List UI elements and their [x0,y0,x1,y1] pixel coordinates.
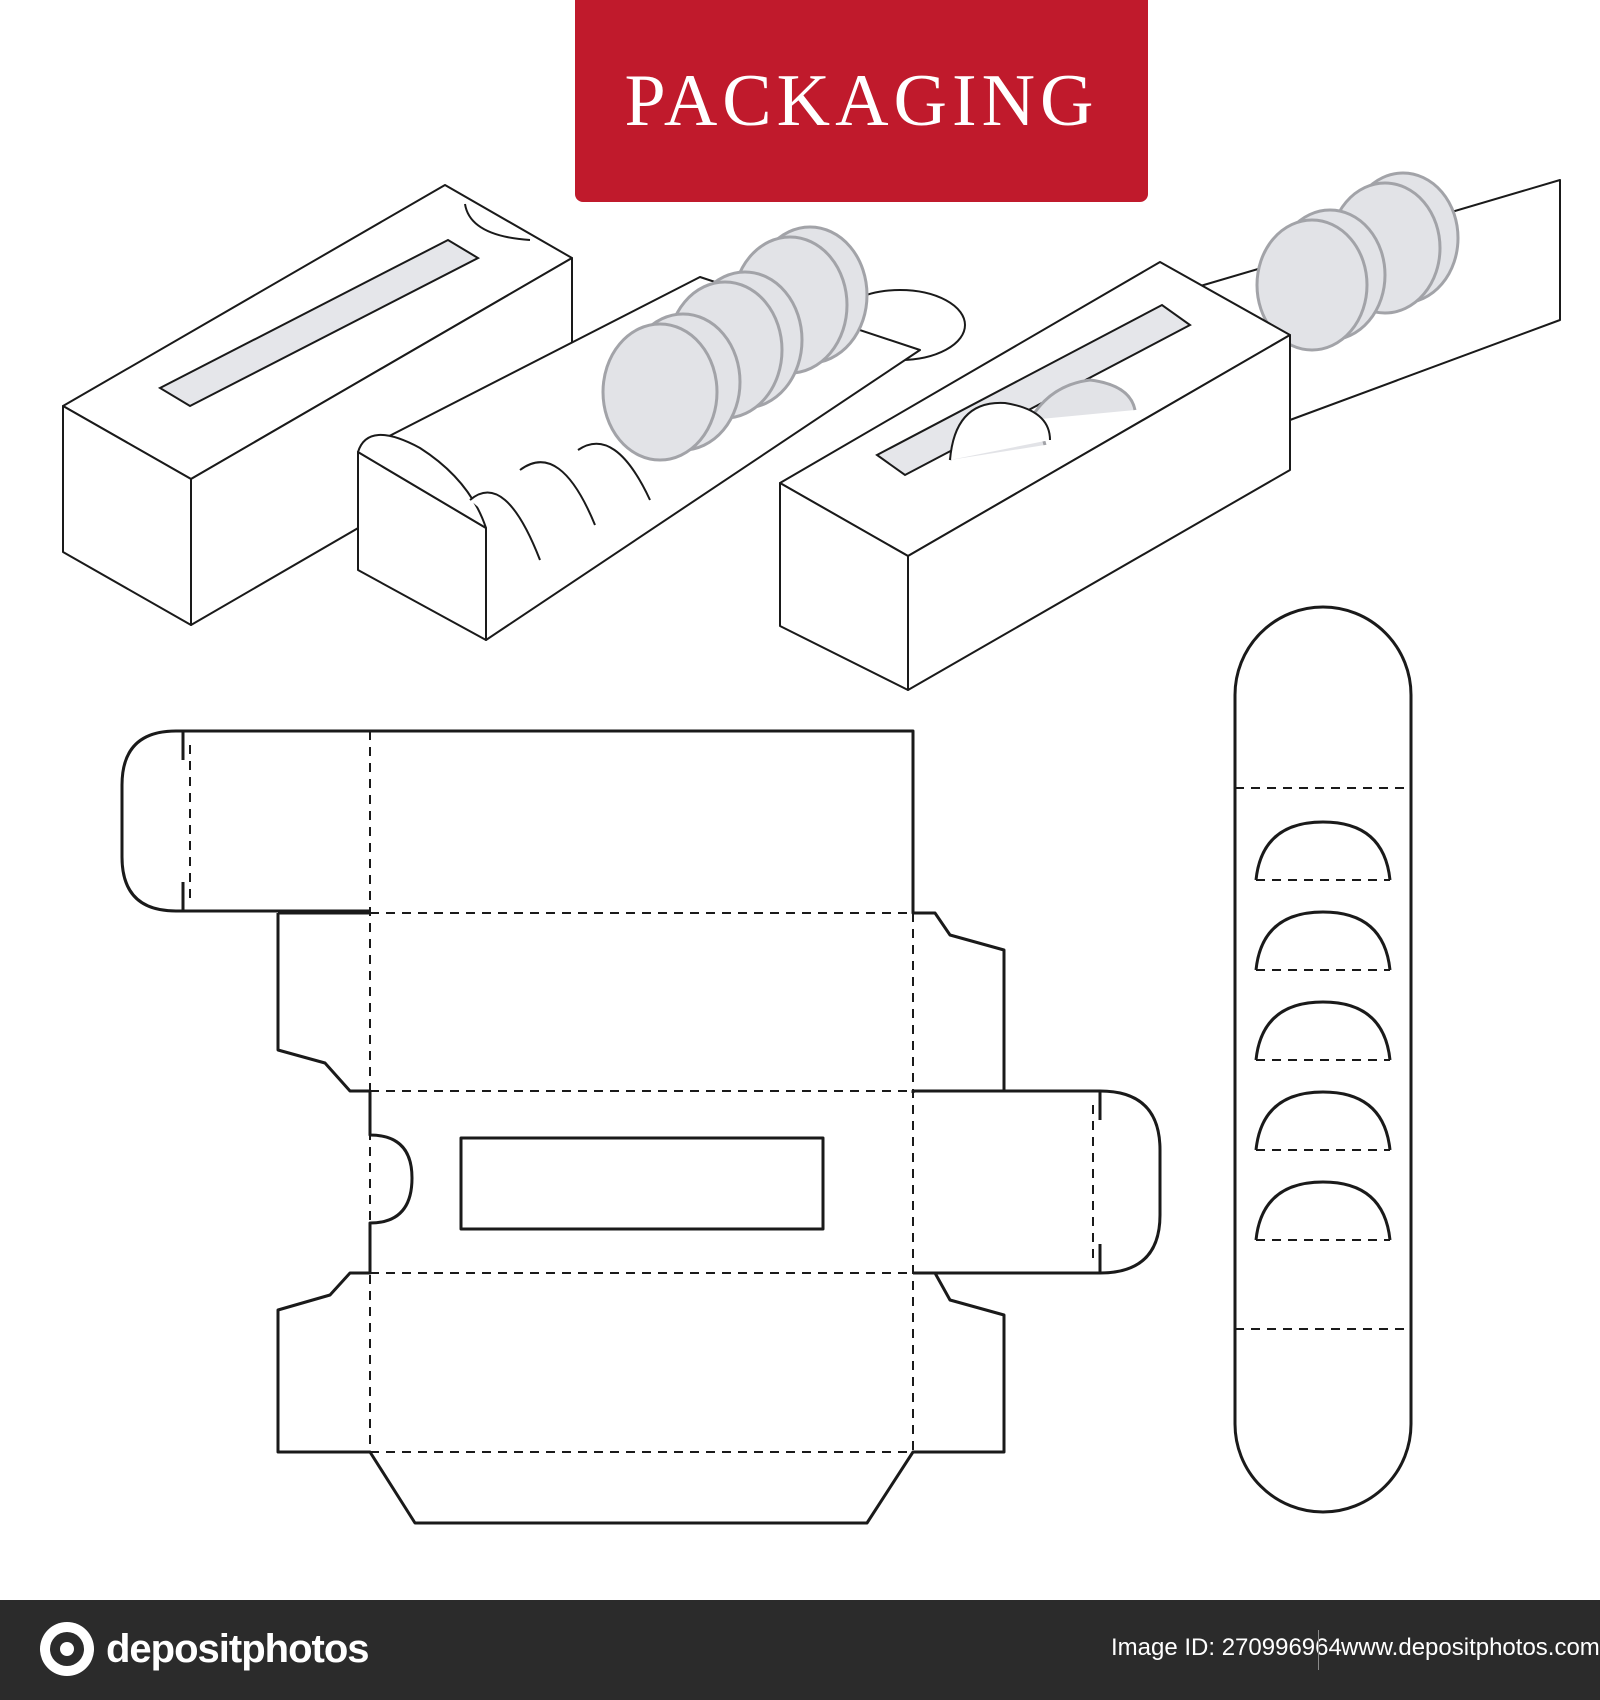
depositphotos-logo-icon [40,1622,94,1676]
box-dieline [120,729,1162,1525]
logo-text: depositphotos [106,1626,370,1671]
packaging-illustration [62,171,1561,1525]
page-title: PACKAGING [624,59,1099,142]
footer-divider [1318,1630,1319,1670]
dieline-window [459,1136,825,1231]
site-url-link[interactable]: www.depositphotos.com [1341,1634,1600,1661]
depositphotos-logo[interactable]: depositphotos [40,1622,370,1676]
macaron-tray-3d [357,225,966,641]
footer-bar: depositphotos Image ID: 270996964 www.de… [0,1600,1600,1700]
image-id-label: Image ID: 270996964 [1111,1634,1342,1661]
closed-box-window [157,238,481,408]
tray-dieline [1233,605,1413,1514]
title-banner: PACKAGING [575,0,1148,202]
sleeve-box-3d [779,171,1561,691]
